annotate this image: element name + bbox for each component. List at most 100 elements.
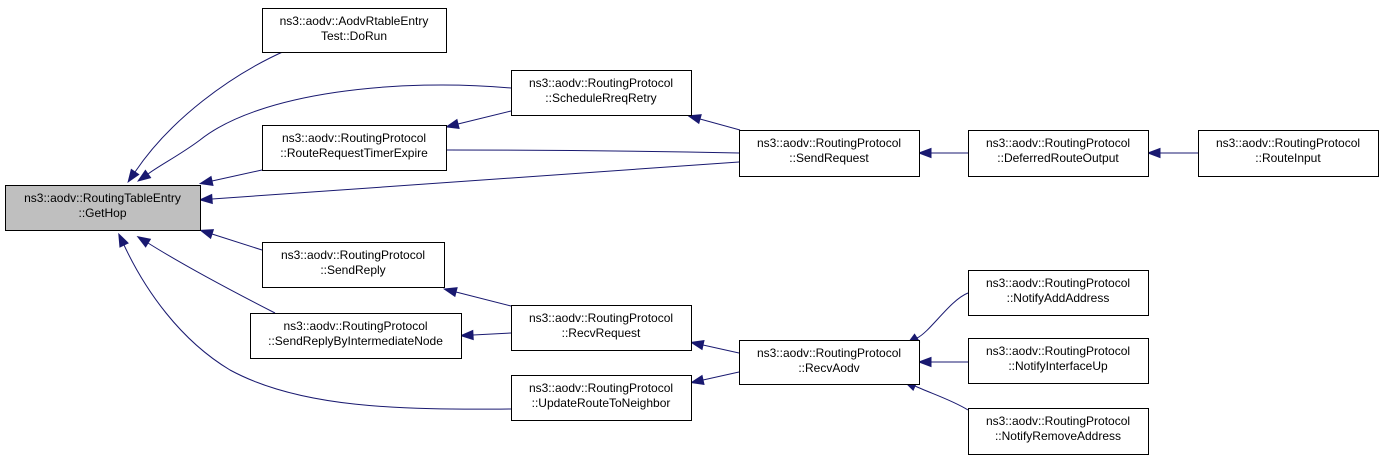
node-box[interactable] [739, 340, 920, 385]
edge-notifyup-to-recvaodv [917, 356, 968, 368]
edge-notifyadd-to-recvaodv [905, 292, 969, 346]
node-label-line-2: ::GetHop [78, 206, 126, 220]
nodes-layer: ns3::aodv::RoutingTableEntry::GetHopns3:… [5, 8, 1379, 455]
node-box[interactable] [511, 375, 692, 421]
node-label-line-2: ::NotifyAddAddress [1007, 291, 1110, 305]
edge-line [472, 332, 512, 336]
edge-arrowhead [689, 340, 705, 351]
node-label-line-1: ns3::aodv::RoutingProtocol [1216, 136, 1360, 150]
edge-sendreply-to-gethop [199, 229, 263, 251]
node-recvrequest[interactable]: ns3::aodv::RoutingProtocol::RecvRequest [511, 305, 692, 351]
node-label-line-1: ns3::aodv::RoutingProtocol [281, 248, 425, 262]
edge-rrte-to-gethop [198, 169, 263, 186]
node-schedretry[interactable]: ns3::aodv::RoutingProtocol::ScheduleRreq… [511, 70, 692, 116]
node-label-line-2: ::NotifyInterfaceUp [1008, 359, 1108, 373]
edge-arrowhead [198, 175, 214, 186]
node-label-line-2: ::DeferredRouteOutput [997, 151, 1119, 165]
edge-line [445, 149, 740, 154]
node-box[interactable] [262, 125, 447, 171]
node-dro[interactable]: ns3::aodv::RoutingProtocol::DeferredRout… [968, 130, 1149, 177]
edge-recvrequest-to-srbin [459, 329, 512, 341]
node-label-line-1: ns3::aodv::RoutingTableEntry [24, 191, 181, 205]
node-label-line-1: ns3::aodv::RoutingProtocol [986, 414, 1130, 428]
node-label-line-2: ::RecvAodv [798, 361, 859, 375]
edge-arrowhead [1146, 147, 1161, 159]
edges-layer [118, 49, 1198, 411]
node-notifyadd[interactable]: ns3::aodv::RoutingProtocol::NotifyAddAdd… [968, 270, 1149, 316]
node-label-line-2: ::RecvRequest [562, 326, 641, 340]
node-label-line-2: ::RouteInput [1255, 151, 1321, 165]
edge-line [211, 233, 263, 251]
node-box[interactable] [511, 70, 692, 116]
node-label-line-1: ns3::aodv::RoutingProtocol [757, 346, 901, 360]
node-label-line-2: Test::DoRun [321, 29, 387, 43]
edge-arrowhead [459, 329, 474, 341]
edge-line [455, 291, 512, 307]
node-box[interactable] [1198, 130, 1379, 177]
edge-routeinput-to-dro [1146, 147, 1198, 159]
node-box[interactable] [968, 130, 1149, 177]
edge-line [916, 292, 969, 339]
node-gethop[interactable]: ns3::aodv::RoutingTableEntry::GetHop [5, 185, 201, 231]
node-label-line-1: ns3::aodv::RoutingProtocol [986, 276, 1130, 290]
edge-arrowhead [199, 229, 215, 240]
node-srbin[interactable]: ns3::aodv::RoutingProtocol::SendReplyByI… [250, 313, 462, 359]
edge-arrowhead [444, 118, 460, 129]
edge-line [457, 110, 512, 125]
node-box[interactable] [739, 130, 920, 177]
edge-recvaodv-to-recvrequest [689, 340, 740, 354]
edge-sendrequest-to-gethop [198, 161, 740, 205]
node-box[interactable] [968, 270, 1149, 316]
edge-line [211, 161, 740, 200]
node-notifyup[interactable]: ns3::aodv::RoutingProtocol::NotifyInterf… [968, 338, 1149, 384]
node-label-line-1: ns3::aodv::RoutingProtocol [986, 344, 1130, 358]
node-label-line-1: ns3::aodv::AodvRtableEntry [280, 14, 429, 28]
node-routeinput[interactable]: ns3::aodv::RoutingProtocol::RouteInput [1198, 130, 1379, 177]
node-label-line-1: ns3::aodv::RoutingProtocol [529, 381, 673, 395]
node-box[interactable] [5, 185, 201, 231]
edge-arrowhead [689, 374, 705, 385]
edge-line [702, 371, 740, 381]
edge-arrowhead [198, 193, 213, 205]
edge-line [211, 169, 263, 182]
node-box[interactable] [968, 338, 1149, 384]
node-label-line-2: ::RouteRequestTimerExpire [280, 146, 428, 160]
node-label-line-2: ::SendReplyByIntermediateNode [268, 334, 443, 348]
edge-sendrequest-to-rrte [432, 144, 740, 156]
node-label-line-2: ::SendReply [320, 263, 385, 277]
node-label-line-1: ns3::aodv::RoutingProtocol [283, 319, 427, 333]
node-rrte[interactable]: ns3::aodv::RoutingProtocol::RouteRequest… [262, 125, 447, 171]
node-label-line-1: ns3::aodv::RoutingProtocol [757, 136, 901, 150]
node-label-line-1: ns3::aodv::RoutingProtocol [529, 76, 673, 90]
edge-schedretry-to-gethop [137, 84, 512, 182]
edge-line [699, 118, 741, 131]
node-recvaodv[interactable]: ns3::aodv::RoutingProtocol::RecvAodv [739, 340, 920, 385]
node-box[interactable] [968, 408, 1149, 455]
node-box[interactable] [262, 8, 447, 53]
edge-line [134, 49, 288, 173]
node-box[interactable] [262, 242, 445, 288]
edge-notifyremove-to-recvaodv [902, 380, 969, 411]
node-box[interactable] [511, 305, 692, 351]
edge-line [147, 84, 512, 175]
node-notifyremove[interactable]: ns3::aodv::RoutingProtocol::NotifyRemove… [968, 408, 1149, 455]
edge-recvrequest-to-sendreply [442, 287, 512, 307]
node-box[interactable] [250, 313, 462, 359]
edge-arrowhead [917, 147, 932, 159]
node-sendrequest[interactable]: ns3::aodv::RoutingProtocol::SendRequest [739, 130, 920, 177]
node-sendreply[interactable]: ns3::aodv::RoutingProtocol::SendReply [262, 242, 445, 288]
edge-arrowhead [442, 287, 458, 298]
node-urtn[interactable]: ns3::aodv::RoutingProtocol::UpdateRouteT… [511, 375, 692, 421]
edge-dorun-to-gethop [127, 49, 288, 184]
edge-recvaodv-to-urtn [689, 371, 740, 385]
node-label-line-1: ns3::aodv::RoutingProtocol [986, 136, 1130, 150]
edge-line [914, 385, 969, 411]
edge-sendrequest-to-schedretry [687, 114, 741, 131]
edge-arrowhead [687, 114, 702, 125]
edge-line [123, 244, 512, 410]
edge-arrowhead [917, 356, 932, 368]
node-label-line-2: ::ScheduleRreqRetry [545, 91, 656, 105]
node-label-line-1: ns3::aodv::RoutingProtocol [529, 311, 673, 325]
